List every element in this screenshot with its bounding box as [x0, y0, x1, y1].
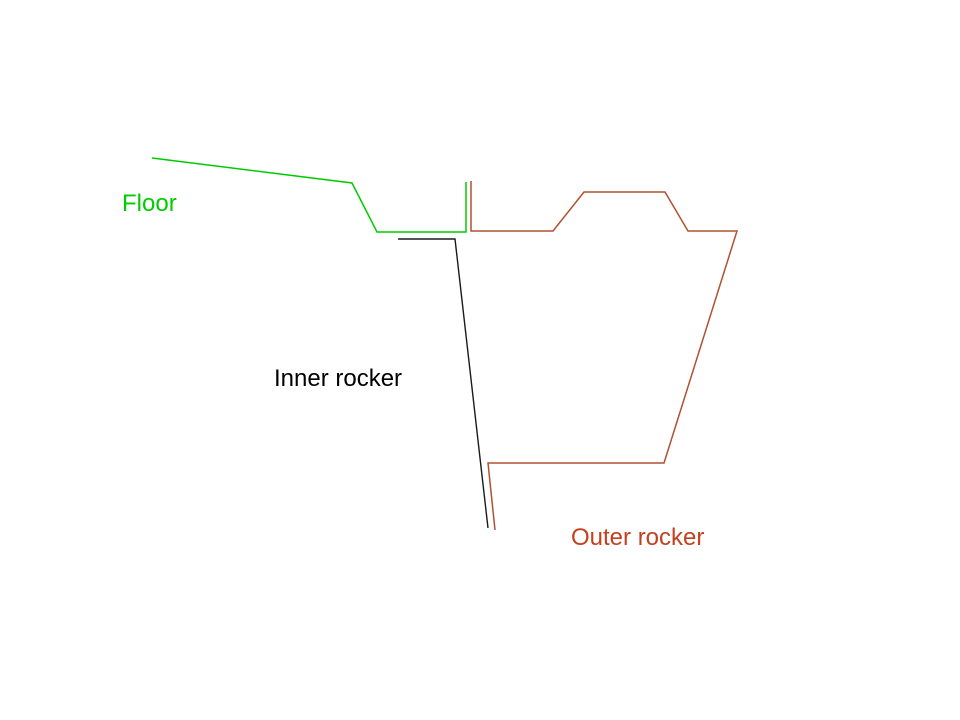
outer-rocker-label: Outer rocker: [571, 524, 705, 551]
inner-rocker-profile-line: [398, 238, 489, 529]
outer-rocker-profile-line: [470, 181, 739, 531]
floor-label: Floor: [122, 190, 177, 217]
inner-rocker-label: Inner rocker: [274, 365, 403, 392]
floor-profile-line: [151, 157, 467, 233]
